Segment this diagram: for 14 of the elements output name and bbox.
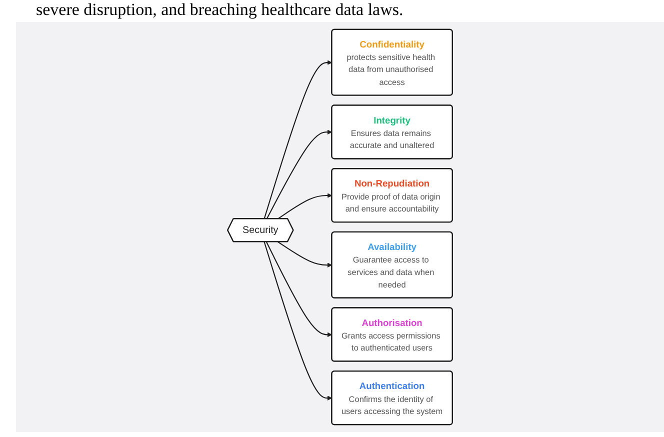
hexagon-node: Security <box>227 218 294 242</box>
arrow <box>264 242 332 400</box>
rounded-box: Authorisation Grants access permissions to authenticated users <box>331 307 453 362</box>
rounded-box: Confidentiality protects sensitive health data from unauthorised access <box>331 28 453 96</box>
arrow <box>264 60 332 219</box>
rounded-box: Availability Guarantee access to services and data when needed <box>331 231 453 298</box>
arrow <box>278 241 332 268</box>
arrow <box>266 130 332 220</box>
arrow <box>278 193 332 220</box>
rounded-box: Integrity Ensures data remains accurate and unaltered <box>331 104 453 160</box>
rounded-box: Non-Repudiation Provide proof of data origin and ensure accountability <box>331 168 453 223</box>
rounded-box: Authentication Confirms the identity of users accessing the system <box>331 370 453 426</box>
arrow <box>266 242 332 338</box>
caption-text: severe disruption, and breaching healthcare data laws. <box>35 0 404 20</box>
